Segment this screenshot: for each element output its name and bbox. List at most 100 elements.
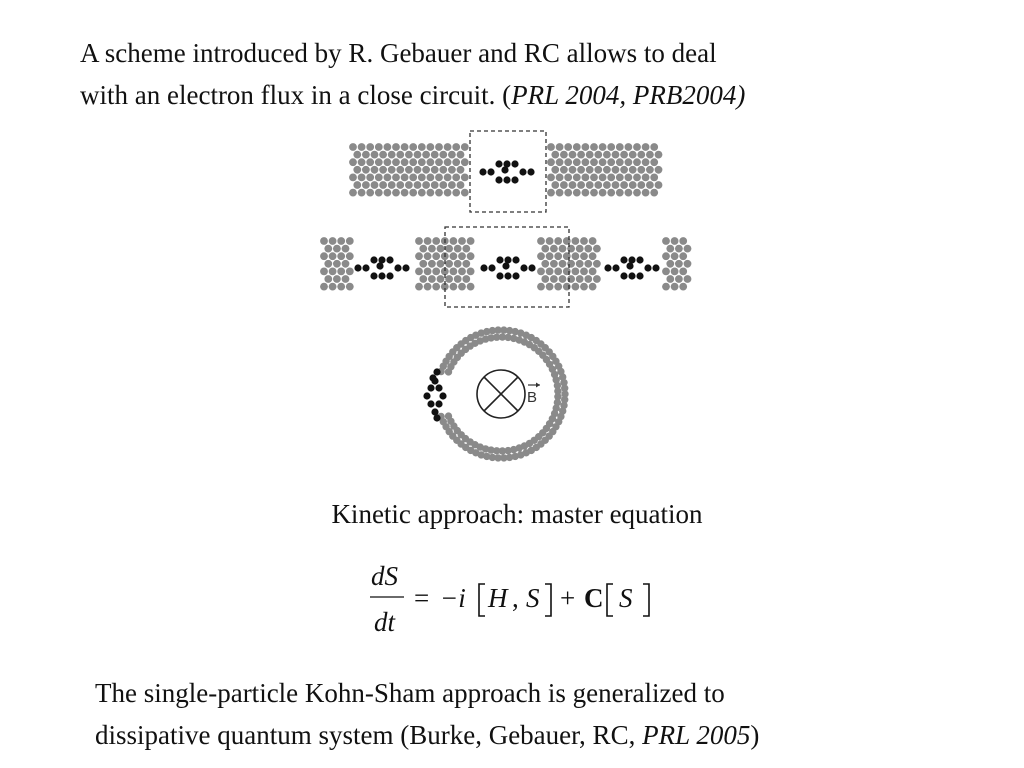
lead-atom [324, 275, 333, 283]
lead-atom [554, 267, 563, 276]
ring-atom [527, 333, 535, 342]
lead-atom [349, 143, 357, 151]
master-equation: dS dt = −i H , S + C S [370, 561, 650, 637]
ring-atom [505, 326, 514, 335]
molecule-atom [628, 272, 636, 280]
lead-atom [554, 282, 563, 291]
eq-plus: + [560, 583, 575, 613]
lead-atom [560, 150, 568, 159]
lead-atom [590, 158, 598, 167]
lead-atom [345, 252, 354, 261]
lead-atom [466, 267, 475, 276]
eq-bracket-open-2 [606, 583, 613, 617]
ring-atom [488, 326, 497, 335]
ring-atom [552, 404, 560, 412]
lead-atom [460, 158, 469, 167]
lead-atom [662, 252, 670, 261]
lead-atom [392, 143, 400, 151]
lead-atom [560, 181, 568, 189]
lead-atom [428, 275, 436, 283]
lead-atom [353, 181, 362, 189]
lead-atom [430, 150, 439, 159]
lead-atom [541, 275, 550, 283]
lead-atom [374, 173, 383, 182]
lead-atom [440, 267, 449, 276]
molecule-atom [488, 264, 496, 272]
lead-atom [439, 181, 448, 189]
lead-atom [436, 275, 445, 283]
molecule-atom [386, 272, 394, 280]
lead-atom [419, 259, 428, 268]
molecule-atom [652, 264, 660, 272]
lead-atom [611, 165, 620, 174]
intro-line-1: A scheme introduced by R. Gebauer and RC… [80, 38, 717, 68]
lead-atom [374, 158, 383, 167]
lead-atom [654, 165, 663, 174]
ring-atom [515, 444, 523, 452]
lead-atom [607, 188, 616, 197]
lead-atom [430, 181, 439, 189]
lead-atom [366, 173, 375, 182]
ring-atom [559, 407, 567, 415]
lead-atom [439, 150, 448, 159]
molecule-atom [394, 264, 402, 272]
lead-atom [550, 259, 558, 268]
lead-atom [572, 158, 581, 167]
lead-atom [598, 143, 607, 151]
ring-molecule-atom [427, 384, 435, 392]
lead-atom [400, 143, 409, 151]
molecule-atom [378, 272, 386, 280]
lead-atom [537, 237, 545, 245]
ring-atom [525, 439, 534, 448]
lead-atom [430, 165, 439, 174]
ring-atom [545, 348, 553, 356]
lead-atom [590, 188, 598, 197]
molecule-atom [386, 256, 394, 264]
lead-atom [555, 158, 564, 167]
molecule-atom [644, 264, 652, 272]
lead-atom [550, 244, 558, 253]
lead-atom [383, 188, 392, 197]
lead-atom [585, 150, 594, 159]
eq-equals: = [414, 583, 429, 613]
magnetic-field-symbol: B [476, 369, 540, 419]
lead-atom [541, 259, 550, 268]
lead-atom [435, 173, 443, 182]
ring-atom [449, 348, 457, 356]
lead-atom [445, 244, 453, 253]
lead-atom [374, 143, 383, 151]
lead-atom [320, 237, 328, 245]
lead-atom [435, 188, 443, 197]
ring-molecule-atom [433, 414, 441, 422]
lead-atom [547, 188, 555, 197]
ring-atom [444, 368, 453, 376]
lead-atom [357, 143, 366, 151]
lead-atom [571, 267, 580, 276]
ring-atom [511, 452, 519, 461]
ring-atom [545, 432, 553, 440]
ring-atom [450, 422, 458, 430]
lead-atom [633, 143, 641, 151]
lead-atom [387, 181, 396, 189]
lead-atom [320, 252, 328, 261]
lead-atom [466, 282, 475, 291]
lead-atom [650, 173, 659, 182]
field-vector-arrowhead [536, 382, 540, 388]
lead-atom [666, 259, 675, 268]
ring-molecule-atom [439, 392, 447, 400]
eq-bracket-close-1 [545, 583, 552, 617]
molecule-atom [504, 272, 512, 280]
lead-atom [580, 282, 588, 291]
lead-atom [462, 259, 471, 268]
lead-atom [445, 275, 453, 283]
molecule-atom [378, 256, 386, 264]
ring-atom [453, 426, 461, 435]
lead-atom [554, 252, 563, 261]
molecule-atom [487, 168, 495, 176]
ring-atom [442, 423, 450, 431]
lead-atom [575, 275, 584, 283]
lead-atom [449, 267, 458, 276]
lead-atom [409, 188, 418, 197]
lead-atom [637, 165, 646, 174]
lead-atom [603, 165, 611, 174]
